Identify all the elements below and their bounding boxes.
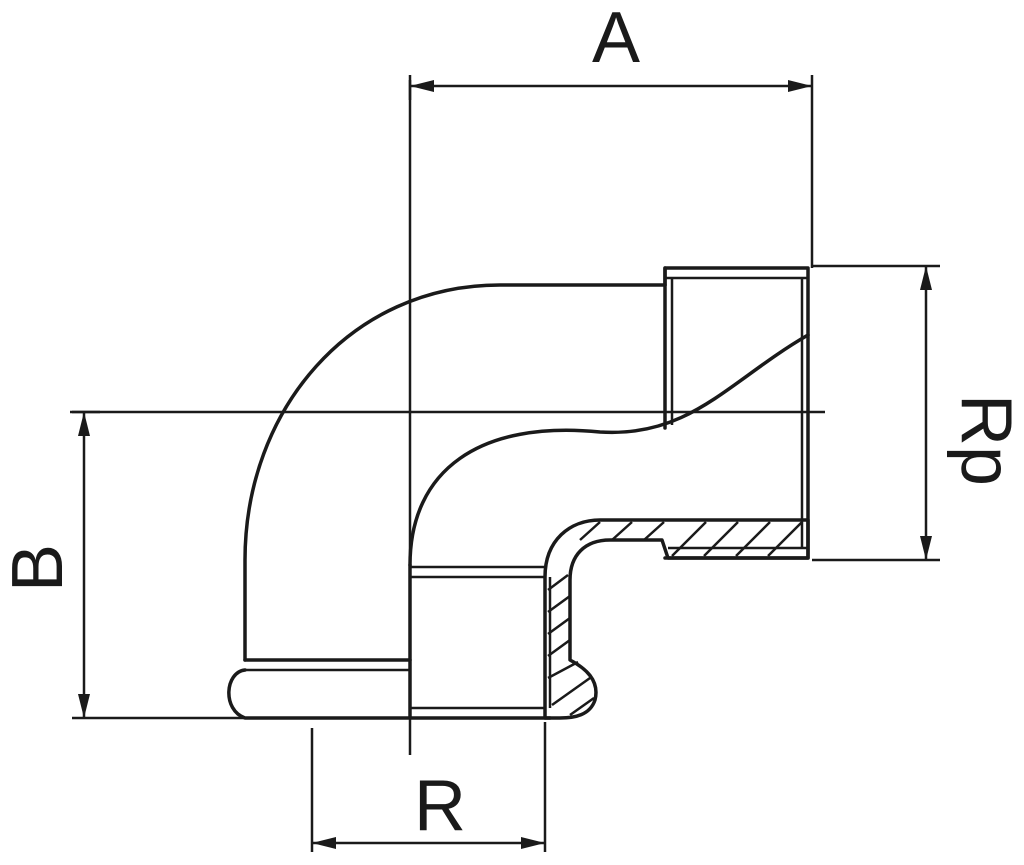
label-b: B	[0, 544, 78, 592]
dimension-a	[408, 75, 814, 268]
hatch-line	[611, 521, 633, 541]
dim-rp-arrow-bottom	[920, 536, 932, 560]
dim-r-arrow-right	[521, 837, 545, 849]
label-r: R	[414, 766, 466, 846]
dim-a-arrow-left	[410, 80, 434, 92]
socket-bead	[227, 668, 412, 720]
hatch-line	[551, 676, 591, 707]
outer-bend-outline	[243, 283, 667, 662]
dim-r-arrow-left	[312, 837, 336, 849]
dim-b-arrow-bottom	[78, 694, 90, 718]
dim-a-arrow-right	[788, 80, 812, 92]
label-a: A	[592, 0, 640, 78]
hatch-line	[579, 521, 601, 541]
dimension-b	[72, 410, 245, 720]
hatch-line	[547, 616, 571, 636]
section-view	[543, 518, 810, 720]
center-lines	[70, 80, 825, 755]
hatch-line	[547, 638, 571, 658]
dim-rp-arrow-top	[920, 266, 932, 290]
hatch-line	[547, 660, 579, 680]
hatch-line	[547, 594, 571, 614]
inner-bend-outline	[408, 333, 810, 567]
hatch-line	[735, 521, 771, 557]
elbow-body	[227, 266, 810, 720]
hatch-line	[671, 521, 707, 557]
hatch-line	[547, 574, 569, 591]
hatch-line	[703, 521, 739, 557]
hatch-line	[569, 696, 595, 717]
dim-b-arrow-top	[78, 412, 90, 436]
hatch-line	[767, 521, 803, 557]
hatch-line	[643, 521, 665, 541]
label-rp: Rp	[946, 394, 1024, 486]
dimension-r	[310, 722, 547, 852]
dimension-rp	[812, 264, 940, 562]
section-outline	[543, 518, 810, 720]
